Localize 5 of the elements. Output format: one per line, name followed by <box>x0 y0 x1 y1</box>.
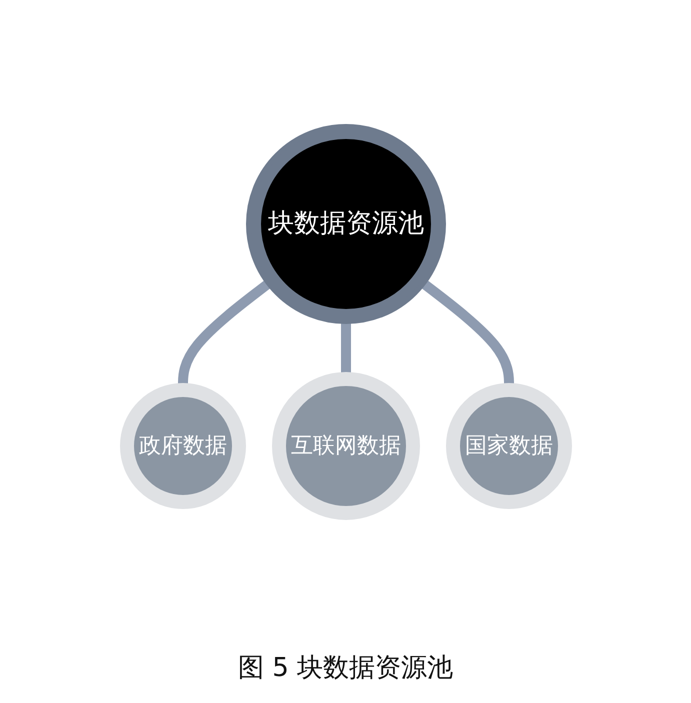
node-circle: 国家数据 <box>446 383 572 509</box>
caption: 图 5 块数据资源池 <box>238 652 454 685</box>
node-circle: 政府数据 <box>120 383 246 509</box>
node-circle: 互联网数据 <box>272 372 420 520</box>
node-circle: 块数据资源池 <box>246 124 446 324</box>
